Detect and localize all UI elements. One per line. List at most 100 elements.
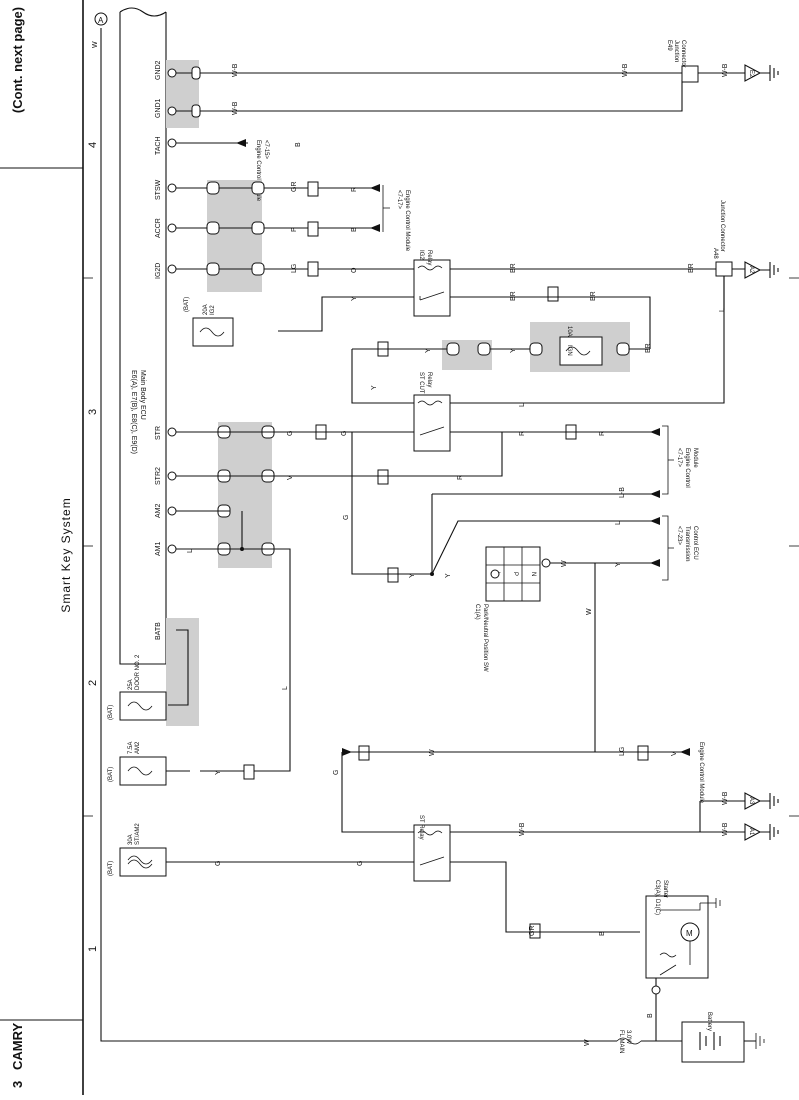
ecu-name-line1: E6(A), E7(B), E8(C), E9(D) bbox=[130, 370, 137, 454]
ground-label: A3 bbox=[748, 797, 754, 805]
wire-label: GR bbox=[529, 926, 536, 937]
pnp-grid bbox=[486, 547, 540, 601]
wire-label: W bbox=[429, 749, 436, 756]
starter-label: C3(A), D1(C) bbox=[654, 880, 660, 915]
page-title: Smart Key System bbox=[59, 497, 73, 612]
wire-label: G bbox=[343, 515, 350, 520]
ecu-name-line2: Main Body ECU bbox=[139, 370, 146, 420]
wire-label: W bbox=[561, 560, 568, 567]
wire-label: LG bbox=[619, 747, 626, 756]
ecm-right-bracket bbox=[662, 425, 674, 495]
wire-st-cut-coil bbox=[351, 276, 725, 404]
pnp-position: N bbox=[530, 572, 536, 576]
st-cut-relay-label: Relay bbox=[426, 372, 432, 387]
wire-label: BR bbox=[510, 291, 517, 301]
wire-label: B bbox=[647, 1013, 654, 1018]
fuse-am2 bbox=[119, 756, 167, 786]
fuse-st-am2-symbol bbox=[127, 855, 153, 869]
wire-label: W bbox=[92, 41, 99, 48]
wire-label: W bbox=[586, 608, 593, 615]
fuse-name: ST/AM2 bbox=[135, 823, 141, 845]
pnp-pin-a bbox=[541, 558, 551, 568]
e49-label: Junction bbox=[673, 40, 679, 62]
tcm-label: Transmission bbox=[684, 526, 690, 561]
wire-st-out bbox=[450, 861, 640, 933]
wire-str2 bbox=[176, 432, 503, 477]
shade-batb bbox=[166, 618, 199, 726]
wire-ig2-fuse bbox=[278, 296, 388, 332]
ecm-mid-ref: <7-17> bbox=[396, 190, 402, 210]
splice bbox=[240, 547, 244, 551]
wire-label: L bbox=[719, 308, 726, 312]
ground-label: A1 bbox=[748, 828, 754, 836]
wire-label: Y bbox=[409, 573, 416, 578]
ecu-pin-gnd2: GND2 bbox=[155, 60, 162, 80]
ecu-pin-gnd1: GND1 bbox=[155, 98, 162, 118]
wire-label: B bbox=[295, 142, 302, 147]
wire-w-main bbox=[100, 28, 617, 1042]
ecm-bottom-label: Engine Control Module bbox=[698, 742, 704, 804]
junction-connector-e49 bbox=[681, 65, 699, 83]
ecu-pin-accr: ACCR bbox=[155, 218, 162, 238]
wire-lb bbox=[431, 493, 660, 574]
wire-label: L bbox=[282, 686, 289, 690]
ground-label: A2 bbox=[748, 266, 754, 274]
fuse-door-symbol bbox=[127, 701, 153, 711]
tcm-label: Control ECU bbox=[692, 526, 698, 560]
ecm-right-label: Module bbox=[692, 448, 698, 468]
fuse-rating: 3.0W bbox=[625, 1030, 631, 1044]
wire-label: GR bbox=[291, 182, 298, 193]
starter-internals bbox=[659, 903, 701, 976]
wire-label: BR bbox=[510, 263, 517, 273]
fuse-name: DOOR NO. 2 bbox=[135, 654, 141, 690]
fuse-rating: 10A bbox=[566, 326, 572, 337]
wire-label: L bbox=[187, 549, 194, 553]
ecu-break bbox=[119, 7, 167, 17]
arrow bbox=[370, 224, 380, 232]
wire-label: BR bbox=[590, 291, 597, 301]
ecu-pin-am2: AM2 bbox=[155, 504, 162, 519]
wire-batb bbox=[168, 629, 189, 706]
ecu-pin-labels: GND2 GND1 TACH STSW ACCR IG2D STR STR2 A… bbox=[155, 60, 162, 640]
wire-label: BR bbox=[645, 343, 652, 353]
st-cut-relay bbox=[413, 394, 451, 452]
fuse-source: (BAT) bbox=[108, 861, 114, 876]
ecu-pin-stsw: STSW bbox=[155, 179, 162, 200]
ecu-outline bbox=[119, 12, 167, 665]
fuse-door bbox=[119, 691, 167, 721]
off-page-connector-a bbox=[94, 12, 108, 26]
arrow bbox=[370, 184, 380, 192]
fuse-rating: 30A bbox=[128, 834, 134, 845]
wire-label: R bbox=[457, 475, 464, 480]
starter-ground bbox=[700, 898, 721, 908]
ig2-relay-label: Relay bbox=[426, 250, 432, 265]
fuse-rating: 25A bbox=[128, 679, 134, 690]
wire-label: B bbox=[599, 931, 606, 936]
wire-label: P bbox=[291, 227, 298, 232]
wire-label: LG bbox=[291, 264, 298, 273]
wire-st-relay-coil bbox=[341, 751, 690, 833]
pnp-label: Park/Neutral Position SW bbox=[482, 604, 488, 672]
ig2-relay-label: IG2 bbox=[418, 250, 424, 260]
fuse-ign-symbol bbox=[565, 346, 591, 356]
vehicle-name: CAMRY bbox=[10, 1022, 25, 1070]
fuse-am2-symbol bbox=[127, 766, 153, 776]
ig2-relay bbox=[413, 259, 451, 317]
tcm-ref: <7-23> bbox=[676, 526, 682, 546]
wire-label: Y bbox=[510, 348, 517, 353]
page-number: 3 bbox=[10, 1081, 25, 1088]
wire-label: B bbox=[351, 227, 358, 232]
arrow bbox=[650, 428, 660, 436]
wire-label: W bbox=[584, 1039, 591, 1046]
wire-label: Y bbox=[371, 385, 378, 390]
fuse-ig2 bbox=[192, 317, 234, 347]
a48-label: A48 bbox=[712, 248, 718, 259]
wire-label: W-B bbox=[232, 63, 239, 77]
wire-label: W-B bbox=[622, 63, 629, 77]
wire-label: L-B bbox=[619, 487, 626, 498]
pnp-pin-b bbox=[490, 569, 500, 579]
starter-label: Starter bbox=[662, 880, 668, 898]
wire-l-tcm bbox=[431, 520, 660, 575]
